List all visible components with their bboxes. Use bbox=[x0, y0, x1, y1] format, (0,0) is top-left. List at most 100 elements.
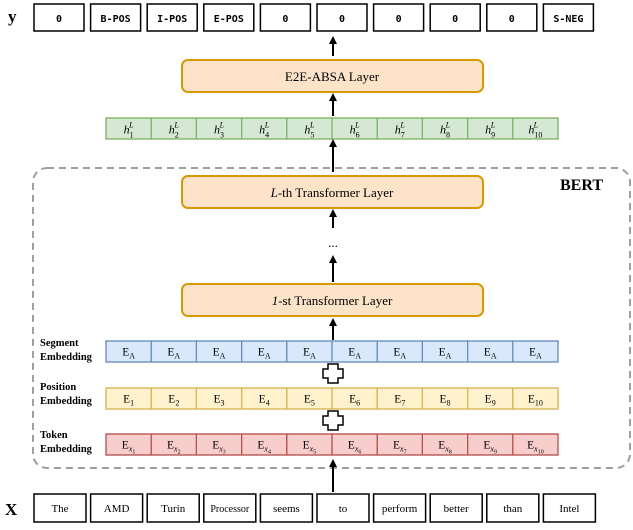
token-embedding-label-cell: Ex4 bbox=[257, 440, 271, 456]
input-word-box bbox=[429, 493, 483, 523]
hidden-state-label: h9L bbox=[485, 121, 496, 140]
input-word-label: AMD bbox=[104, 503, 130, 515]
output-tag-label: 0 bbox=[509, 14, 515, 25]
segment-embedding-label-cell: EA bbox=[348, 347, 361, 361]
input-word-label: Intel bbox=[559, 503, 579, 515]
input-word-box bbox=[486, 493, 540, 523]
output-tag-box bbox=[542, 3, 595, 32]
segment-embedding-label-cell: EA bbox=[303, 347, 316, 361]
position-embedding-label-cell: E4 bbox=[259, 394, 270, 408]
position-embedding-label: Position Embedding bbox=[40, 382, 93, 407]
e2e-absa-layer-label: E2E-ABSA Layer bbox=[285, 69, 380, 84]
position-embedding-label-cell: E3 bbox=[213, 394, 224, 408]
segment-embedding-label-cell: EA bbox=[213, 347, 226, 361]
x-label: X bbox=[5, 500, 18, 519]
position-embedding-label-cell: E9 bbox=[485, 394, 496, 408]
hidden-state-label: h2L bbox=[169, 121, 180, 140]
output-tag-label: 0 bbox=[282, 14, 288, 25]
hidden-state-label: h3L bbox=[214, 121, 225, 140]
input-words-row: The AMD Turin Processor seems to perform better… bbox=[33, 493, 597, 523]
bert-label: BERT bbox=[560, 177, 603, 194]
input-word-box bbox=[203, 493, 257, 523]
token-embedding-label-cell: Ex5 bbox=[303, 440, 317, 456]
position-embedding-label-cell: E10 bbox=[528, 394, 543, 408]
token-embedding-label-cell: Ex8 bbox=[438, 440, 452, 456]
input-word-box bbox=[316, 493, 370, 523]
plus-sign-top bbox=[322, 363, 344, 384]
position-embedding-label-cell: E2 bbox=[168, 394, 179, 408]
segment-embedding-label-cell: EA bbox=[258, 347, 271, 361]
segment-embedding-label: Segment Embedding bbox=[40, 338, 93, 363]
token-embedding-label-cell: Ex1 bbox=[122, 440, 136, 456]
output-tag-label: S-NEG bbox=[553, 14, 583, 25]
output-tag-box bbox=[316, 3, 368, 32]
position-embedding-label-cell: E1 bbox=[123, 394, 134, 408]
token-embedding-cell bbox=[512, 433, 559, 456]
position-embedding-row: E1 E2 E3 E4 E5 E6 E7 E8 E9 E10 bbox=[105, 387, 559, 410]
input-word-box bbox=[372, 493, 427, 523]
hidden-state-label: h5L bbox=[304, 121, 315, 140]
segment-embedding-label-cell: EA bbox=[393, 347, 406, 361]
token-embedding-label-cell: Ex10 bbox=[527, 440, 544, 456]
input-word-box bbox=[89, 493, 144, 523]
segment-embedding-label-cell: EA bbox=[439, 347, 452, 361]
position-embedding-label-cell: E6 bbox=[349, 394, 360, 408]
input-word-box bbox=[146, 493, 200, 523]
position-embedding-cell bbox=[512, 387, 559, 410]
token-embedding-label-cell: Ex7 bbox=[393, 440, 407, 456]
1st-transformer-layer-label: 1-st Transformer Layer bbox=[272, 293, 393, 308]
plus-sign-bottom bbox=[322, 410, 344, 431]
ellipsis: ... bbox=[328, 235, 338, 250]
output-tag-box bbox=[33, 3, 85, 32]
input-word-label: seems bbox=[273, 503, 300, 515]
output-tag-box bbox=[429, 3, 481, 32]
output-tag-box bbox=[146, 3, 198, 32]
input-word-label: Turin bbox=[161, 503, 186, 515]
output-tag-label: 0 bbox=[56, 14, 62, 25]
e2e-absa-layer-box bbox=[181, 59, 484, 93]
1st-transformer-layer-box bbox=[181, 283, 484, 317]
output-tag-label: 0 bbox=[452, 14, 458, 25]
hidden-state-label: h8L bbox=[440, 121, 451, 140]
output-tag-label: E-POS bbox=[214, 14, 244, 25]
hidden-state-label: h4L bbox=[259, 121, 270, 140]
input-word-label: better bbox=[444, 503, 469, 515]
token-embedding-label-cell: Ex9 bbox=[483, 440, 497, 456]
hidden-state-label: h1L bbox=[124, 121, 135, 140]
output-tag-label: B-POS bbox=[101, 14, 131, 25]
hidden-state-cell bbox=[512, 117, 559, 140]
input-word-box bbox=[259, 493, 314, 523]
segment-embedding-label-cell: EA bbox=[122, 347, 135, 361]
hidden-state-label: h6L bbox=[350, 121, 361, 140]
input-word-box bbox=[542, 493, 597, 523]
output-tag-box bbox=[203, 3, 255, 32]
lth-transformer-layer-box bbox=[181, 175, 484, 209]
segment-embedding-label-cell: EA bbox=[484, 347, 497, 361]
hidden-state-label: h7L bbox=[395, 121, 406, 140]
position-embedding-label-cell: E5 bbox=[304, 394, 315, 408]
position-embedding-label-cell: E8 bbox=[439, 394, 450, 408]
lth-transformer-layer-label: L-th Transformer Layer bbox=[270, 185, 394, 200]
output-tag-box bbox=[372, 3, 425, 32]
hidden-state-label: h10L bbox=[528, 121, 542, 140]
input-word-label: The bbox=[51, 503, 68, 515]
output-tag-label: I-POS bbox=[157, 14, 187, 25]
position-embedding-label-cell: E7 bbox=[394, 394, 405, 408]
input-word-label: to bbox=[339, 503, 348, 515]
hidden-states-row: h1L h2L h3L h4L h5L h6L h7L h8L h9L h10L bbox=[105, 117, 559, 140]
y-label: y bbox=[8, 7, 17, 26]
output-tag-box bbox=[486, 3, 538, 32]
input-word-box bbox=[33, 493, 87, 523]
bert-container bbox=[32, 167, 631, 469]
input-word-label: Processor bbox=[210, 504, 250, 515]
input-word-label: perform bbox=[382, 503, 418, 515]
segment-embedding-cell bbox=[512, 340, 559, 363]
token-embedding-label-cell: Ex3 bbox=[212, 440, 226, 456]
segment-embedding-label-cell: EA bbox=[167, 347, 180, 361]
token-embedding-label-cell: Ex2 bbox=[167, 440, 181, 456]
token-embedding-label: Token Embedding bbox=[40, 430, 93, 455]
